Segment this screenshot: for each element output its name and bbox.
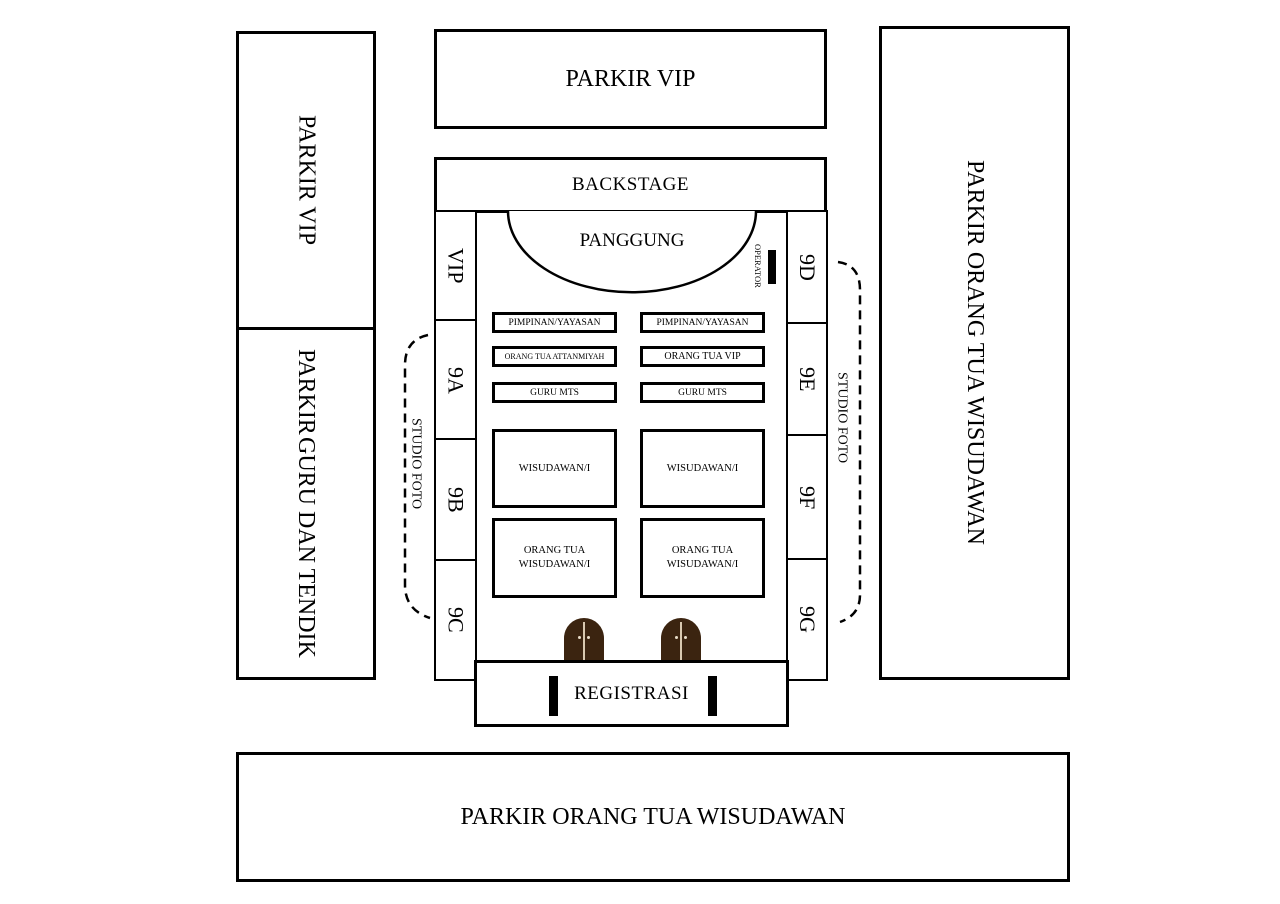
block-ortu-left-line2: WISUDAWAN/I <box>518 559 591 570</box>
seat-guru-right: GURU MTS <box>640 382 765 403</box>
studio-foto-right-label: STUDIO FOTO <box>834 372 850 464</box>
registrasi: REGISTRASI <box>474 660 789 727</box>
seat-ortu-attanmiyah: ORANG TUA ATTANMIYAH <box>492 346 617 367</box>
seat-guru-left-label: GURU MTS <box>530 387 579 398</box>
block-ortu-right-line2: WISUDAWAN/I <box>666 559 739 570</box>
seat-pimpinan-right: PIMPINAN/YAYASAN <box>640 312 765 333</box>
parkir-vip-top-label: PARKIR VIP <box>565 65 696 92</box>
room-9b-label: 9B <box>443 487 469 513</box>
room-9a-label: 9A <box>443 366 469 394</box>
seat-ortu-vip: ORANG TUA VIP <box>640 346 765 367</box>
operator-label: OPERATOR <box>752 244 763 288</box>
block-wisudawan-right-label: WISUDAWAN/I <box>666 462 739 474</box>
room-9e-label: 9E <box>795 367 820 392</box>
seat-guru-right-label: GURU MTS <box>678 387 727 398</box>
seat-ortu-vip-label: ORANG TUA VIP <box>664 351 741 362</box>
parkir-ortu-right-label: PARKIR ORANG TUA WISUDAWAN <box>962 160 988 546</box>
parkir-vip-left-label: PARKIR VIP <box>293 115 320 246</box>
room-9d: 9D <box>786 210 828 325</box>
parkir-guru-tendik: PARKIR GURU DAN TENDIK <box>236 327 376 680</box>
room-9e: 9E <box>786 322 828 437</box>
room-9c-label: 9C <box>443 607 469 633</box>
seat-pimpinan-right-label: PIMPINAN/YAYASAN <box>656 317 749 328</box>
room-9f: 9F <box>786 434 828 561</box>
room-9a: 9A <box>434 319 477 441</box>
block-ortu-left: ORANG TUA WISUDAWAN/I <box>492 518 617 598</box>
block-ortu-left-line1: ORANG TUA <box>523 545 586 557</box>
parkir-ortu-right: PARKIR ORANG TUA WISUDAWAN <box>879 26 1070 680</box>
operator-desk <box>768 250 776 284</box>
seat-guru-left: GURU MTS <box>492 382 617 403</box>
block-wisudawan-left-label: WISUDAWAN/I <box>518 462 591 474</box>
parkir-ortu-bottom: PARKIR ORANG TUA WISUDAWAN <box>236 752 1070 882</box>
block-wisudawan-right: WISUDAWAN/I <box>640 429 765 508</box>
parkir-guru-line2: GURU DAN TENDIK <box>293 436 320 658</box>
room-9f-label: 9F <box>795 485 820 510</box>
registrasi-desk-left <box>549 676 558 716</box>
studio-foto-left-label: STUDIO FOTO <box>408 418 424 510</box>
room-9c: 9C <box>434 559 477 681</box>
parkir-guru-line1: PARKIR <box>293 349 320 435</box>
door-right-icon <box>661 618 701 660</box>
seat-pimpinan-left: PIMPINAN/YAYASAN <box>492 312 617 333</box>
backstage-label: BACKSTAGE <box>572 174 689 195</box>
panggung-label: PANGGUNG <box>579 230 685 251</box>
seat-pimpinan-left-label: PIMPINAN/YAYASAN <box>508 317 601 328</box>
room-vip: VIP <box>434 210 477 322</box>
room-vip-label: VIP <box>443 248 469 284</box>
parkir-vip-top: PARKIR VIP <box>434 29 827 129</box>
seat-ortu-attanmiyah-label: ORANG TUA ATTANMIYAH <box>504 352 605 361</box>
block-ortu-right: ORANG TUA WISUDAWAN/I <box>640 518 765 598</box>
block-ortu-right-line1: ORANG TUA <box>671 545 734 557</box>
block-wisudawan-left: WISUDAWAN/I <box>492 429 617 508</box>
room-9g: 9G <box>786 558 828 681</box>
registrasi-desk-right <box>708 676 717 716</box>
room-9d-label: 9D <box>795 254 820 281</box>
room-9b: 9B <box>434 438 477 562</box>
registrasi-label: REGISTRASI <box>574 682 689 704</box>
room-9g-label: 9G <box>795 606 820 633</box>
parkir-ortu-bottom-label: PARKIR ORANG TUA WISUDAWAN <box>460 803 846 830</box>
door-left-icon <box>564 618 604 660</box>
